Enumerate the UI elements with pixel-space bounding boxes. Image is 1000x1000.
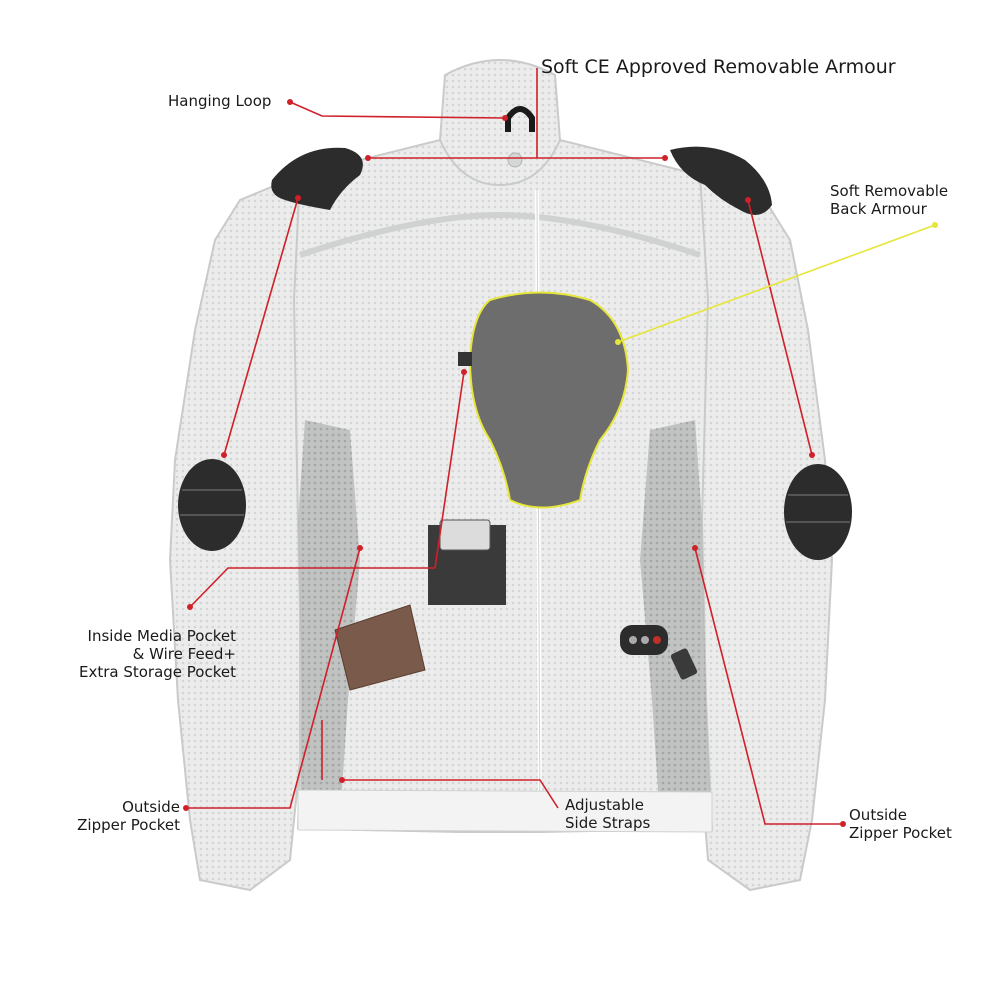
label-left-zipper-pocket-line1: Outside: [122, 798, 180, 816]
label-media-pocket-line2: & Wire Feed+: [132, 645, 236, 663]
label-right-zipper-pocket-line1: Outside: [849, 806, 907, 824]
right-elbow-armour: [784, 464, 852, 560]
key-fob: [620, 625, 698, 680]
label-left-zipper-pocket: Outside Zipper Pocket: [60, 798, 180, 834]
label-left-zipper-pocket-line2: Zipper Pocket: [77, 816, 180, 834]
label-side-straps-line1: Adjustable: [565, 796, 644, 814]
back-armour: [468, 291, 630, 509]
label-back-armour-line1: Soft Removable: [830, 182, 949, 200]
label-back-armour: Soft Removable Back Armour: [830, 182, 948, 218]
leader-right-zipper-pocket: [694, 547, 843, 825]
leader-side-straps: [342, 779, 559, 809]
label-side-straps-line2: Side Straps: [565, 814, 651, 832]
right-side-panel: [640, 420, 712, 830]
leader-right-shoulder-elbow: [747, 199, 813, 456]
left-side-panel: [298, 420, 360, 828]
left-elbow-armour: [178, 459, 246, 551]
label-hanging-loop: Hanging Loop: [168, 92, 272, 110]
label-side-straps: Adjustable Side Straps: [565, 796, 650, 832]
label-media-pocket-line1: Inside Media Pocket: [87, 627, 236, 645]
wire-feed-tab: [458, 352, 472, 366]
wallet: [334, 604, 426, 691]
leader-lines: [186, 68, 843, 825]
hanging-loop: [505, 106, 535, 132]
label-back-armour-line2: Back Armour: [830, 200, 927, 218]
leader-hanging-loop: [289, 101, 506, 119]
label-media-pocket-line3: Extra Storage Pocket: [78, 663, 236, 681]
leader-left-zipper-pocket: [186, 547, 361, 809]
collar-snap: [507, 152, 523, 168]
leader-media-pocket: [189, 567, 435, 608]
leader-back-armour: [617, 224, 936, 343]
label-right-zipper-pocket-line2: Zipper Pocket: [849, 824, 952, 842]
label-soft-ce-armour: Soft CE Approved Removable Armour: [541, 56, 896, 78]
leader-dots: [183, 99, 846, 827]
label-media-pocket: Inside Media Pocket & Wire Feed+ Extra S…: [62, 627, 236, 681]
left-shoulder-armour: [271, 147, 363, 210]
label-right-zipper-pocket: Outside Zipper Pocket: [849, 806, 952, 842]
collar: [438, 59, 562, 187]
leader-left-shoulder-elbow: [223, 197, 299, 456]
